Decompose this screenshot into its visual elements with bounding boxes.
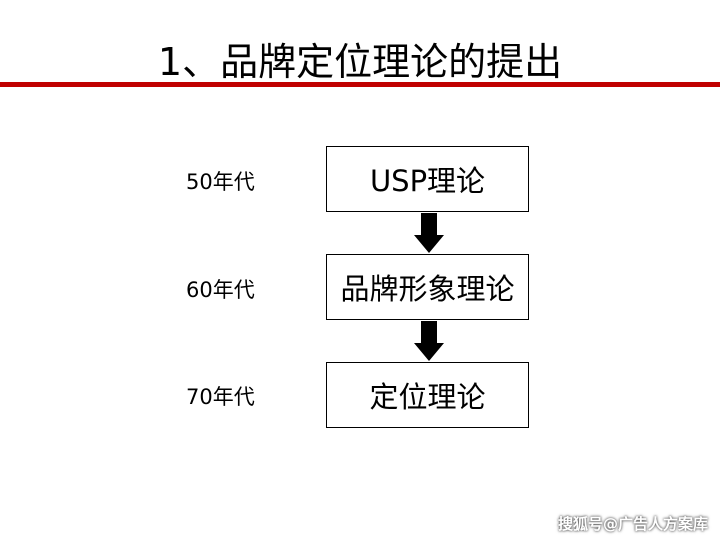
- slide-title: 1、品牌定位理论的提出: [157, 40, 563, 84]
- down-arrow-icon: [414, 213, 444, 253]
- theory-box-2: 品牌形象理论: [326, 254, 529, 320]
- title-rule: [0, 82, 720, 87]
- era-label-3: 70年代: [186, 385, 255, 409]
- theory-box-3: 定位理论: [326, 362, 529, 428]
- era-label-1: 50年代: [186, 170, 255, 194]
- down-arrow-icon: [414, 321, 444, 361]
- theory-box-1: USP理论: [326, 146, 529, 212]
- watermark: 搜狐号@广告人方案库: [557, 515, 708, 533]
- era-label-2: 60年代: [186, 278, 255, 302]
